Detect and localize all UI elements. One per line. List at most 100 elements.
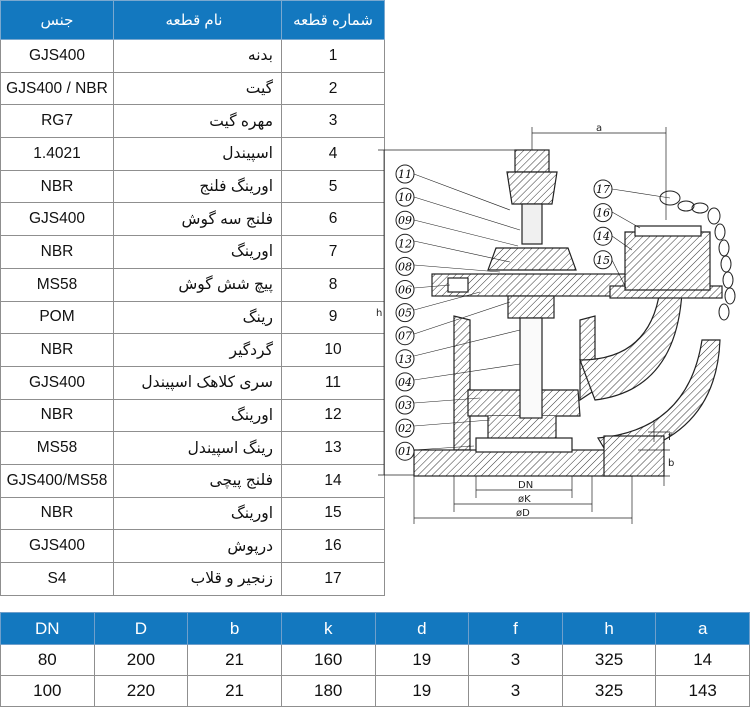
dimension-cell: 220 — [93, 675, 189, 707]
dim-label-a: a — [596, 123, 602, 134]
callout-label: 06 — [398, 284, 412, 297]
callout-circle — [395, 349, 415, 369]
part-number: 7 — [281, 235, 385, 269]
part-material: GJS400 — [0, 529, 114, 563]
part-number: 1 — [281, 39, 385, 73]
dimension-cell: 100 — [0, 675, 95, 707]
part-number: 2 — [281, 71, 385, 106]
dimension-cell: 21 — [187, 675, 282, 707]
callout-circle — [593, 203, 613, 223]
callout-circle — [593, 226, 613, 246]
part-number: 15 — [281, 496, 385, 531]
part-material: NBR — [0, 398, 114, 433]
dimension-cell: 80 — [0, 644, 95, 676]
part-material: 1.4021 — [0, 137, 114, 171]
dimension-cell: 3 — [468, 675, 563, 707]
callout-label: 11 — [398, 168, 412, 181]
part-name: رینگ اسپیندل — [113, 431, 282, 465]
callout-label: 03 — [398, 399, 412, 412]
part-material: GJS400 — [0, 202, 114, 237]
part-name: اورینگ — [113, 398, 282, 433]
part-name: درپوش — [113, 529, 282, 563]
dimension-cell: 21 — [187, 644, 282, 676]
part-name: اورینگ فلنج — [113, 169, 282, 204]
part-material: GJS400/MS58 — [0, 463, 114, 498]
dimension-header-h: h — [561, 612, 657, 645]
part-number: 12 — [281, 398, 385, 433]
part-material: NBR — [0, 169, 114, 204]
callout-label: 10 — [398, 191, 412, 204]
callout-circle — [395, 233, 415, 253]
part-material: POM — [0, 300, 114, 335]
part-number-header: شماره قطعه — [281, 0, 385, 40]
callout-label: 15 — [596, 254, 610, 267]
part-number: 13 — [281, 431, 385, 465]
dimension-cell: 143 — [655, 675, 750, 707]
part-name: فلنج پیچی — [113, 463, 282, 498]
dimension-header-b: b — [187, 612, 282, 645]
part-name: زنجیر و قلاب — [113, 562, 282, 596]
dimension-cell: 160 — [280, 644, 376, 676]
callout-circle — [395, 280, 415, 299]
callout-circle — [593, 250, 613, 270]
part-number: 17 — [281, 562, 385, 596]
dimension-cell: 14 — [655, 644, 750, 676]
dimension-header-a: a — [655, 612, 750, 645]
callout-circle — [395, 441, 415, 461]
callout-label: 16 — [596, 207, 610, 220]
dimension-header-f: f — [468, 612, 563, 645]
part-name-header: نام قطعه — [113, 0, 282, 40]
part-name: مهره گیت — [113, 104, 282, 139]
part-material: GJS400 / NBR — [0, 71, 114, 106]
part-material: GJS400 — [0, 365, 114, 400]
dimension-cell: 3 — [468, 644, 563, 676]
dim-label-dn: DN — [518, 480, 533, 491]
callout-label: 05 — [398, 307, 412, 320]
part-number: 8 — [281, 267, 385, 302]
part-material: S4 — [0, 562, 114, 596]
part-material: NBR — [0, 235, 114, 269]
dimension-cell: 325 — [561, 644, 657, 676]
callout-label: 09 — [398, 214, 412, 227]
callout-circle — [395, 187, 415, 207]
callout-circle — [395, 210, 415, 230]
callout-circle — [395, 418, 415, 438]
dimension-header-k: k — [280, 612, 376, 645]
dimension-header-dn: DN — [0, 612, 95, 645]
part-material: MS58 — [0, 267, 114, 302]
part-material: NBR — [0, 496, 114, 531]
callout-label: 07 — [398, 330, 412, 343]
part-name: بدنه — [113, 39, 282, 73]
callout-label: 13 — [398, 353, 412, 366]
part-name: گیت — [113, 71, 282, 106]
part-name: سری کلاهک اسپیندل — [113, 365, 282, 400]
material-header: جنس — [0, 0, 114, 40]
callout-label: 17 — [596, 183, 610, 196]
dimension-cell: 19 — [374, 675, 470, 707]
dim-label-b: b — [668, 458, 674, 469]
dimension-cell: 200 — [93, 644, 189, 676]
parts-header-row: جنس نام قطعه شماره قطعه — [0, 0, 385, 40]
callout-label: 08 — [398, 260, 412, 273]
part-name: گردگیر — [113, 333, 282, 367]
dimension-cell: 180 — [280, 675, 376, 707]
callout-label: 01 — [398, 445, 412, 458]
